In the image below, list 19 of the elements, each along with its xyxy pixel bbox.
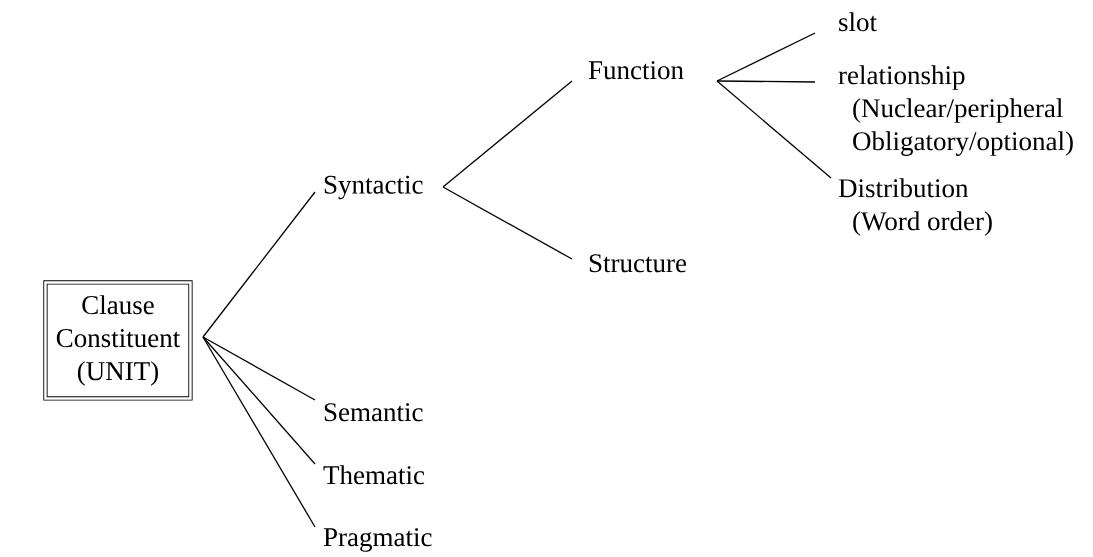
- node-label: Pragmatic: [323, 528, 432, 552]
- branch-line: [202, 336, 316, 465]
- node-label: Structure: [589, 254, 687, 273]
- node-label: Syntactic: [324, 175, 423, 200]
- node-label: Distribution (Word order): [838, 178, 992, 236]
- node-label: Thematic: [323, 465, 425, 485]
- node-label: slot: [839, 12, 877, 32]
- branch-line: [716, 80, 832, 179]
- unit-box: Clause Constituent (UNIT): [43, 280, 193, 401]
- node-label: relationship (Nuclear/peripheral Obligatory/optional): [838, 65, 1073, 156]
- branch-line: [716, 32, 816, 82]
- branch-line: [442, 186, 573, 260]
- branch-line: [202, 191, 316, 338]
- branch-line: [716, 80, 816, 83]
- branch-line: [442, 80, 573, 188]
- node-label: Function: [588, 61, 684, 80]
- branch-line: [202, 336, 316, 401]
- branch-line: [202, 336, 316, 528]
- node-label: Semantic: [324, 403, 423, 422]
